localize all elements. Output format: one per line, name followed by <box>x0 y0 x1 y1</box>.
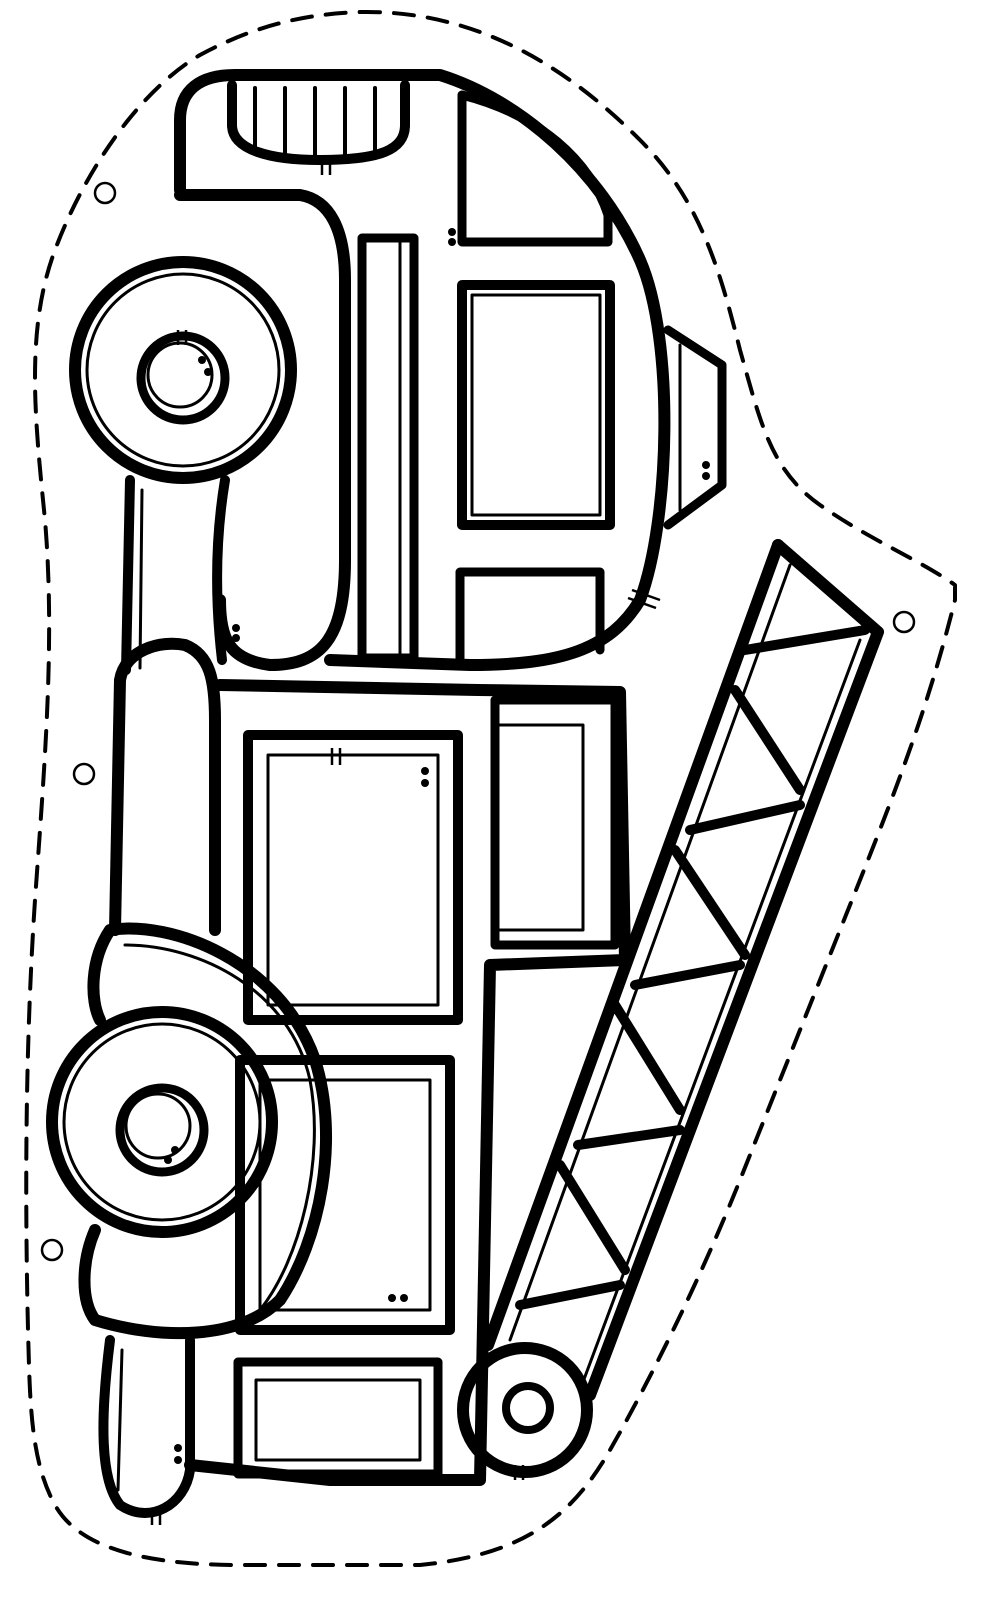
rear-axle <box>98 1335 195 1518</box>
punch-hole <box>93 181 117 205</box>
cab-light <box>663 325 727 530</box>
cab-grille <box>227 80 410 165</box>
punch-hole <box>72 762 96 786</box>
front-axle <box>121 475 230 675</box>
dashed-cut-line <box>24 9 957 1567</box>
punch-hole <box>40 1238 64 1262</box>
front-wheel-hub <box>136 331 230 425</box>
cab-bumper <box>174 189 351 671</box>
cab-grille-bars <box>253 86 377 160</box>
punch-hole <box>892 610 916 634</box>
rear-wheel <box>46 1006 278 1238</box>
body-panel-side <box>490 695 620 950</box>
cab-window-middle <box>457 280 615 530</box>
body-outline <box>184 679 631 1486</box>
ladder-wheel-hub <box>502 1382 554 1434</box>
body-panel-1 <box>243 730 463 1025</box>
rear-fender <box>78 922 333 1340</box>
front-wheel <box>69 256 297 484</box>
cab-window-top <box>457 90 613 247</box>
rear-wheel-hub <box>115 1083 209 1177</box>
ladder-wheel <box>457 1342 593 1478</box>
body-panel-3 <box>233 1357 443 1479</box>
body-bumper <box>109 637 221 936</box>
cab-pillar <box>357 233 419 663</box>
ladder <box>482 539 884 1401</box>
cab-window-bottom <box>455 567 605 670</box>
decoration-dots <box>164 228 710 1464</box>
decoration-ticks <box>150 158 661 1525</box>
